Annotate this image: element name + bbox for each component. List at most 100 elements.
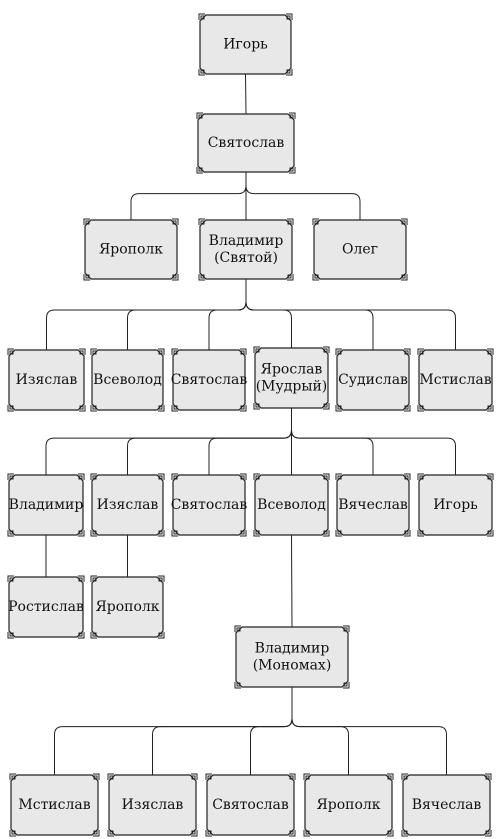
person-node-vladimir-sviatoi: Владимир(Святой)	[198, 218, 294, 281]
node-label: Святослав	[212, 797, 289, 813]
corner-ornament	[401, 218, 408, 225]
corner-ornament	[417, 405, 424, 412]
corner-ornament	[158, 632, 165, 639]
node-label: Владимир	[255, 641, 330, 657]
edge-branch	[291, 430, 374, 475]
corner-ornament	[158, 530, 165, 537]
corner-ornament	[158, 405, 165, 412]
node-label: Изяслав	[97, 497, 159, 513]
corner-ornament	[240, 405, 247, 412]
nodes-layer: ИгорьСвятославЯрополкВладимир(Святой)Оле…	[7, 13, 494, 837]
node-label: Ярополк	[316, 797, 380, 813]
person-node-igor-1: Игорь	[198, 13, 293, 76]
corner-ornament	[171, 348, 178, 355]
person-node-rostislav: Ростислав	[7, 575, 85, 639]
corner-ornament	[253, 403, 260, 410]
corner-ornament	[289, 830, 296, 837]
corner-ornament	[401, 773, 408, 780]
edge-branch	[245, 185, 361, 220]
person-node-mstislav-1: Мстислав	[417, 348, 494, 412]
edge-branch	[245, 302, 456, 350]
corner-ornament	[335, 348, 342, 355]
corner-ornament	[240, 473, 247, 480]
person-node-vladimir-monomakh: Владимир(Мономах)	[234, 625, 350, 689]
corner-ornament	[7, 405, 14, 412]
corner-ornament	[287, 274, 294, 281]
person-node-yaropolk-3: Ярополк	[303, 773, 394, 837]
corner-ornament	[172, 218, 179, 225]
node-label: Судислав	[338, 372, 408, 388]
edge-branch	[291, 430, 456, 475]
corner-ornament	[78, 473, 85, 480]
node-label: Игорь	[223, 37, 268, 53]
corner-ornament	[335, 405, 342, 412]
corner-ornament	[404, 530, 411, 537]
person-node-sviatoslav-4: Святослав	[205, 773, 296, 837]
corner-ornament	[93, 830, 100, 837]
corner-ornament	[7, 632, 14, 639]
corner-ornament	[90, 575, 97, 582]
node-label: Олег	[342, 242, 378, 258]
person-node-vsevolod-2: Всеволод	[253, 473, 330, 537]
corner-ornament	[343, 625, 350, 632]
corner-ornament	[90, 348, 97, 355]
person-node-igor-2: Игорь	[417, 473, 494, 537]
corner-ornament	[401, 830, 408, 837]
corner-ornament	[196, 112, 203, 119]
corner-ornament	[198, 69, 205, 76]
node-label: Игорь	[433, 497, 478, 513]
corner-ornament	[240, 530, 247, 537]
corner-ornament	[78, 632, 85, 639]
edge-line	[291, 534, 293, 628]
node-label: Мстислав	[18, 797, 90, 813]
node-label: Всеволод	[93, 372, 162, 388]
corner-ornament	[198, 218, 205, 225]
corner-ornament	[485, 830, 492, 837]
edge-branch	[130, 185, 247, 220]
edge-branch	[245, 302, 292, 348]
corner-ornament	[90, 632, 97, 639]
corner-ornament	[78, 575, 85, 582]
person-node-iziaslav-2: Изяслав	[90, 473, 165, 537]
corner-ornament	[107, 830, 114, 837]
corner-ornament	[487, 473, 494, 480]
corner-ornament	[7, 348, 14, 355]
node-label: Мстислав	[419, 372, 491, 388]
node-label: Владимир	[209, 233, 284, 249]
node-label: Изяслав	[16, 372, 78, 388]
corner-ornament	[404, 348, 411, 355]
node-label: Святослав	[171, 372, 248, 388]
corner-ornament	[79, 348, 86, 355]
corner-ornament	[323, 473, 330, 480]
corner-ornament	[287, 218, 294, 225]
corner-ornament	[240, 348, 247, 355]
corner-ornament	[312, 218, 319, 225]
corner-ornament	[286, 13, 293, 20]
node-label: (Мудрый)	[256, 379, 328, 395]
node-label: (Святой)	[214, 250, 278, 266]
corner-ornament	[234, 625, 241, 632]
node-label: Святослав	[208, 135, 285, 151]
node-label: Изяслав	[122, 797, 184, 813]
corner-ornament	[303, 773, 310, 780]
person-node-oleg: Олег	[312, 218, 408, 281]
edge-branch	[208, 302, 247, 350]
person-node-yaropolk-1: Ярополк	[83, 218, 179, 281]
person-node-yaroslav-mudryi: Ярослав(Мудрый)	[253, 346, 330, 410]
node-label: Вячеслав	[338, 497, 408, 513]
corner-ornament	[198, 13, 205, 20]
corner-ornament	[253, 473, 260, 480]
person-node-viacheslav-1: Вячеслав	[335, 473, 411, 537]
corner-ornament	[9, 830, 16, 837]
corner-ornament	[343, 682, 350, 689]
corner-ornament	[7, 575, 14, 582]
corner-ornament	[9, 773, 16, 780]
corner-ornament	[234, 682, 241, 689]
corner-ornament	[83, 218, 90, 225]
corner-ornament	[487, 530, 494, 537]
corner-ornament	[107, 773, 114, 780]
corner-ornament	[323, 530, 330, 537]
corner-ornament	[171, 473, 178, 480]
person-node-iziaslav-1: Изяслав	[7, 348, 86, 412]
corner-ornament	[312, 274, 319, 281]
